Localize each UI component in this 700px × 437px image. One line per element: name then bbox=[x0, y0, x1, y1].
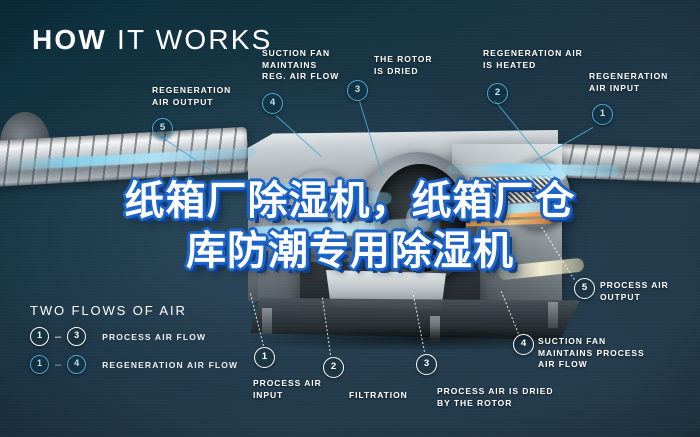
callout-label-filtration: FILTRATION bbox=[349, 390, 408, 400]
legend-marker-from: 1 bbox=[30, 327, 49, 346]
callout-marker-5-process-output[interactable]: 5 bbox=[574, 278, 595, 299]
headline-overlay: 纸箱厂除湿机，纸箱厂仓 库防潮专用除湿机 bbox=[0, 176, 700, 276]
callout-marker-4-suction-fan-process[interactable]: 4 bbox=[513, 334, 534, 355]
callout-marker-2-regeneration-heated[interactable]: 2 bbox=[487, 83, 508, 104]
page-title-rest: IT WORKS bbox=[107, 24, 273, 55]
legend-label-process-air-flow: PROCESS AIR FLOW bbox=[102, 331, 207, 342]
callout-marker-5-regeneration-output[interactable]: 5 bbox=[152, 118, 173, 139]
legend-label-regeneration-air-flow: REGENERATION AIR FLOW bbox=[102, 359, 239, 370]
legend-row-regeneration-air-flow: 1 – 4 REGENERATION AIR FLOW bbox=[30, 355, 238, 374]
machine-leg bbox=[262, 308, 272, 334]
legend-dash: – bbox=[55, 358, 62, 371]
callout-marker-4-suction-fan-regeneration[interactable]: 4 bbox=[262, 93, 283, 114]
headline-line-2: 库防潮专用除湿机 bbox=[186, 228, 514, 274]
callout-marker-2-filtration[interactable]: 2 bbox=[323, 357, 344, 378]
legend-marker-to: 3 bbox=[67, 327, 87, 346]
page-title-bold: HOW bbox=[32, 24, 108, 55]
legend-row-process-air-flow: 1 – 3 PROCESS AIR FLOW bbox=[30, 327, 206, 346]
callout-marker-3-process-dried[interactable]: 3 bbox=[416, 354, 437, 375]
legend-marker-from: 1 bbox=[30, 355, 49, 374]
dehumidifier-illustration bbox=[0, 112, 700, 352]
machine-leg bbox=[548, 302, 558, 328]
legend-marker-to: 4 bbox=[67, 355, 87, 374]
page-title: HOW IT WORKS bbox=[32, 24, 273, 56]
callout-marker-1-process-input[interactable]: 1 bbox=[254, 347, 275, 368]
legend-dash: – bbox=[55, 330, 62, 343]
legend-title: TWO FLOWS OF AIR bbox=[30, 303, 187, 318]
headline-line-1: 纸箱厂除湿机，纸箱厂仓 bbox=[124, 178, 576, 224]
callout-marker-3-rotor-dried[interactable]: 3 bbox=[347, 80, 368, 101]
callout-marker-1-regeneration-input[interactable]: 1 bbox=[592, 104, 613, 125]
